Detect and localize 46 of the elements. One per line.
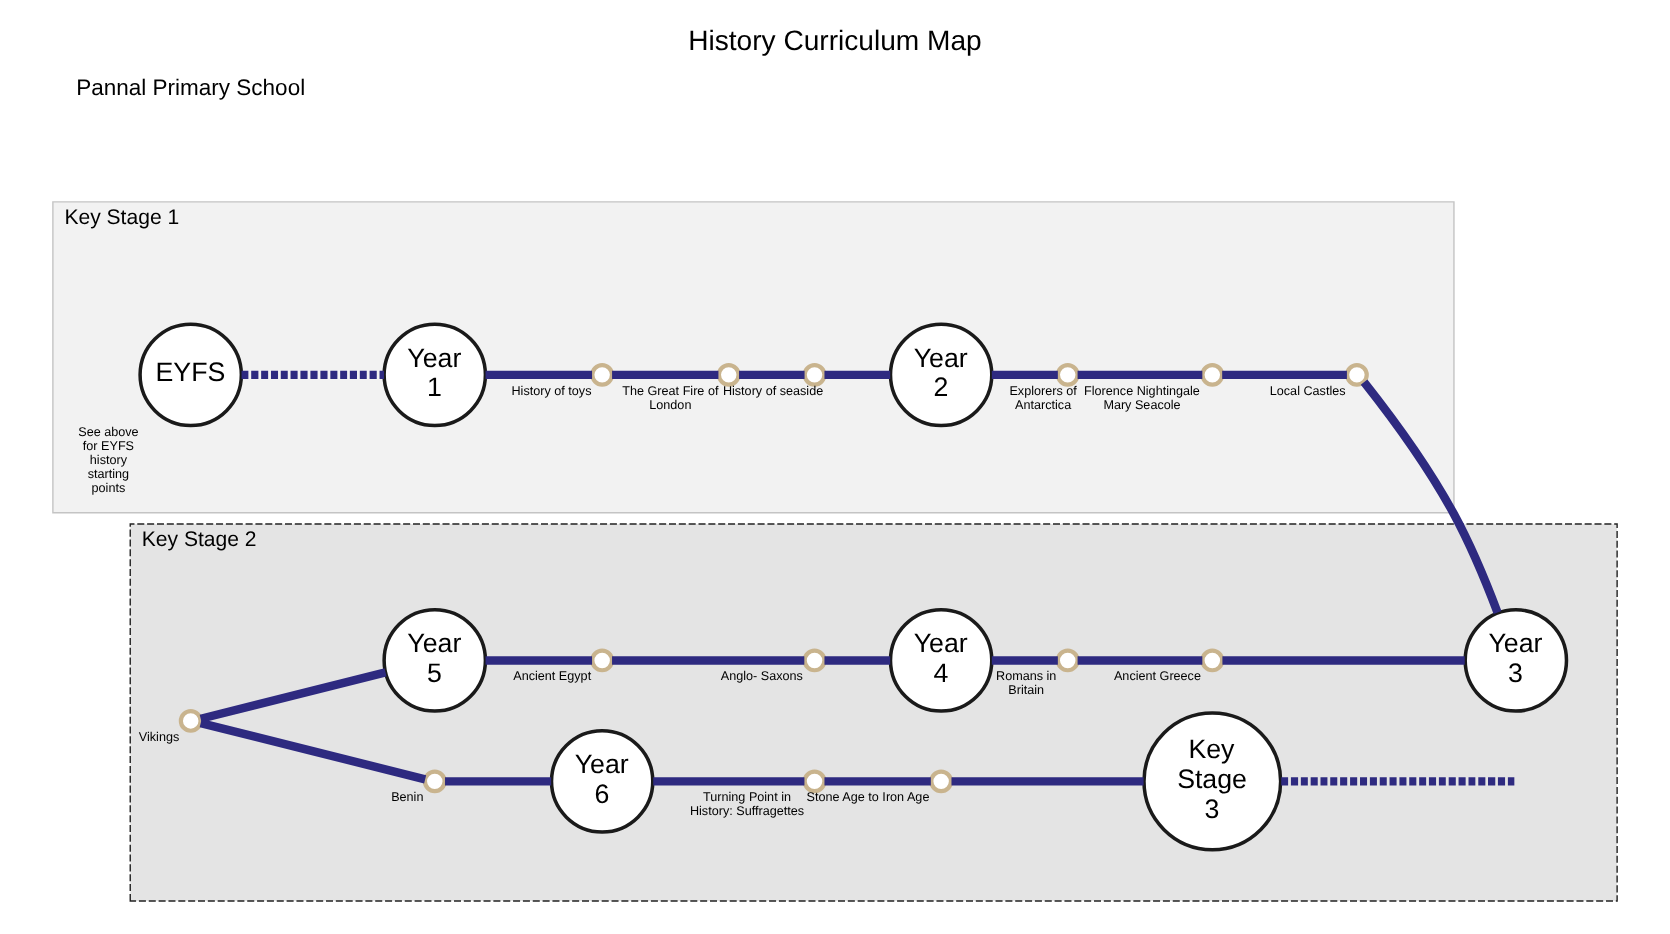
connector — [485, 656, 593, 665]
connector — [824, 777, 931, 786]
connector — [951, 777, 1144, 786]
connector — [991, 370, 1058, 380]
connector — [824, 370, 891, 380]
node-circle: Year 3 — [1463, 608, 1569, 713]
node-circle: Year 2 — [888, 322, 994, 428]
node-circle — [590, 362, 615, 387]
connector — [1222, 370, 1347, 380]
node-circle: Key Stage 3 — [1142, 711, 1283, 852]
node-circle — [590, 648, 615, 673]
node-circle: Year 4 — [888, 608, 994, 713]
node-circle: Year 1 — [382, 322, 488, 428]
connector — [612, 370, 719, 380]
node-circle: Year 6 — [549, 729, 655, 834]
node-circle: Year 5 — [382, 608, 488, 713]
connector — [1077, 656, 1203, 665]
connector — [485, 370, 593, 380]
node-circle — [1055, 648, 1080, 673]
connector — [824, 656, 891, 665]
connector — [241, 370, 385, 380]
label: Pannal Primary School — [76, 76, 306, 101]
node-circle — [1344, 362, 1369, 387]
node-circle — [1200, 362, 1225, 387]
node-circle — [802, 769, 827, 794]
node-circle — [802, 362, 827, 387]
connector — [1360, 379, 1502, 614]
connector — [1222, 656, 1465, 665]
connector — [991, 656, 1058, 665]
node-circle — [716, 362, 741, 387]
node-circle: EYFS — [138, 322, 244, 428]
node-circle — [178, 708, 203, 733]
node-circle — [1055, 362, 1080, 387]
connector — [612, 656, 805, 665]
node-circle — [1200, 648, 1225, 673]
connector — [445, 777, 552, 786]
node-circle — [422, 769, 447, 794]
connector — [199, 668, 387, 723]
connector — [1077, 370, 1203, 380]
node-circle — [929, 769, 954, 794]
connector — [739, 370, 805, 380]
node-circle — [802, 648, 827, 673]
connector — [1281, 777, 1515, 786]
diagram-title: History Curriculum Map — [688, 23, 982, 56]
connector — [199, 718, 427, 784]
connector — [653, 777, 805, 786]
